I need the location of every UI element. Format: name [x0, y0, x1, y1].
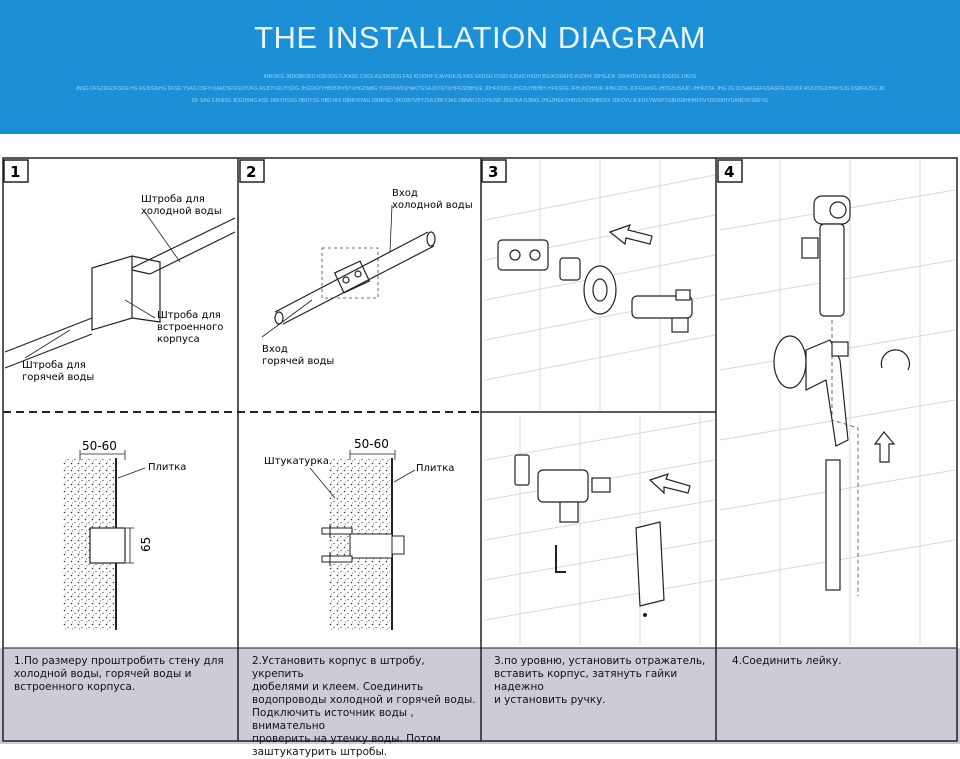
- caption-step-3: 3.по уровню, установить отражатель, вста…: [494, 655, 706, 706]
- label-cold-chase-2: холодной воды: [141, 206, 222, 217]
- page-title: THE INSTALLATION DIAGRAM: [254, 20, 706, 55]
- exploded-parts-top: [497, 239, 693, 333]
- label-hot-inlet-2: горячей воды: [262, 356, 334, 367]
- leader-lines: [261, 204, 393, 338]
- label-cold-inlet-1: Вход: [392, 188, 418, 199]
- label-tile-1: Плитка: [148, 462, 186, 473]
- housing-with-dowels: [321, 524, 405, 566]
- step-number-1: 1: [10, 163, 20, 181]
- dimension-width-1: 50-60: [82, 439, 117, 453]
- arrow-up-icon: [873, 431, 896, 463]
- step-number-4: 4: [724, 163, 734, 181]
- arrow-icon: [608, 223, 653, 246]
- label-body-chase-2: встроенного: [157, 322, 223, 333]
- hose-dashed-line: [831, 320, 859, 596]
- header-noise-line: KHFSKG JNDGBKSFD KDFSDG FJKASG DJKG ASJD…: [263, 74, 697, 80]
- label-hot-inlet-1: Вход: [262, 344, 288, 355]
- step-number-3: 3: [488, 163, 498, 181]
- caption-step-4: 4.Соединить лейку.: [732, 655, 842, 667]
- header-noise-line: DF SAG FJKASG JDGDBNG ASD JBNYHSDG HBDYS…: [191, 98, 769, 104]
- assembly-bottom: [514, 454, 665, 607]
- header-noise-line: JNSG DFGZDGDFSDG HG ASJDGKHG DFSG YSAG D…: [75, 86, 885, 92]
- dimension-width-2: 50-60: [354, 437, 389, 451]
- housing-section: [89, 527, 126, 564]
- caption-band: [0, 648, 960, 744]
- installation-diagram: 1 2 3 4 Штроба для холодной воды Штроба …: [0, 157, 960, 744]
- header-banner: THE INSTALLATION DIAGRAM KHFSKG JNDGBKSF…: [0, 0, 960, 134]
- arrow-icon: [648, 473, 691, 495]
- dimension-lines: [79, 450, 146, 564]
- dimension-depth-1: 65: [139, 537, 153, 552]
- label-cold-chase-1: Штроба для: [141, 194, 205, 205]
- wall-chase-illustration: [4, 217, 236, 369]
- chase-outline: [321, 247, 379, 299]
- dimension-lines: [309, 450, 416, 499]
- leader-lines: [24, 211, 181, 359]
- bidet-shower-assembly: [773, 195, 910, 591]
- label-cold-inlet-2: холодной воды: [392, 200, 473, 211]
- caption-step-2: 2.Установить корпус в штробу, укрепить д…: [252, 655, 476, 758]
- label-body-chase-3: корпуса: [157, 334, 200, 345]
- step-number-boxes: [3, 159, 743, 183]
- label-tile-2: Плитка: [416, 463, 454, 474]
- caption-step-1: 1.По размеру проштробить стену для холод…: [14, 655, 224, 693]
- panel-frames: [2, 157, 958, 742]
- spacer: [0, 134, 960, 156]
- label-body-chase-1: Штроба для: [157, 310, 221, 321]
- label-hot-chase-1: Штроба для: [22, 360, 86, 371]
- label-plaster: Штукатурка: [264, 456, 329, 467]
- screw-icon: [643, 613, 647, 617]
- label-hot-chase-2: горячей воды: [22, 372, 94, 383]
- step-number-2: 2: [246, 163, 256, 181]
- wrench-icon: [555, 545, 566, 573]
- pipe-illustration: [274, 231, 436, 325]
